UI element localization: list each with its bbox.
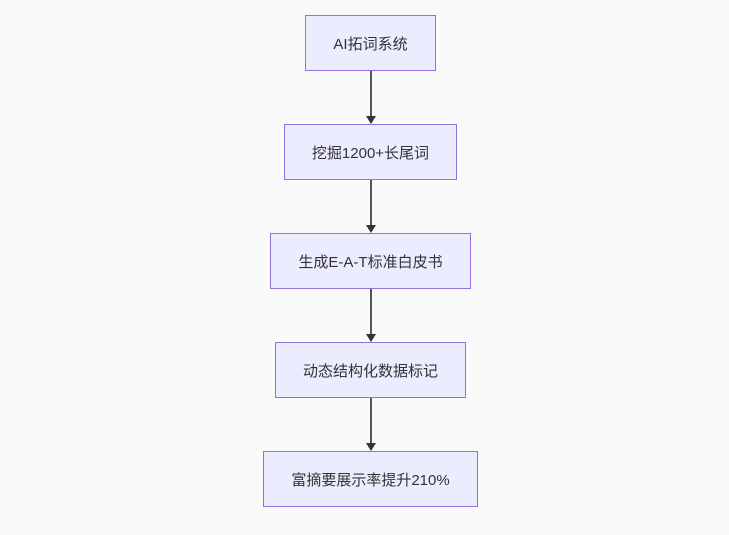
flow-node-eat-whitepaper: 生成E-A-T标准白皮书 <box>270 233 471 289</box>
arrow-shaft <box>369 180 372 225</box>
flow-arrow-1 <box>365 71 377 124</box>
arrowhead-down-icon <box>365 225 376 233</box>
flow-arrow-2 <box>365 180 377 233</box>
arrowhead-down-icon <box>365 334 376 342</box>
flow-node-ai-word-expansion: AI拓词系统 <box>305 15 436 71</box>
arrow-shaft <box>369 398 372 443</box>
flow-node-rich-snippet-rate: 富摘要展示率提升210% <box>263 451 478 507</box>
flow-arrow-4 <box>365 398 377 451</box>
flow-node-structured-data-markup: 动态结构化数据标记 <box>274 342 466 398</box>
flowchart-column: AI拓词系统 挖掘1200+长尾词 生成E-A-T标准白皮书 动态结构化数据标记… <box>0 15 729 507</box>
arrowhead-down-icon <box>365 116 376 124</box>
flow-node-longtail-keywords: 挖掘1200+长尾词 <box>283 124 458 180</box>
arrowhead-down-icon <box>365 443 376 451</box>
flow-arrow-3 <box>365 289 377 342</box>
arrow-shaft <box>369 71 372 116</box>
arrow-shaft <box>369 289 372 334</box>
